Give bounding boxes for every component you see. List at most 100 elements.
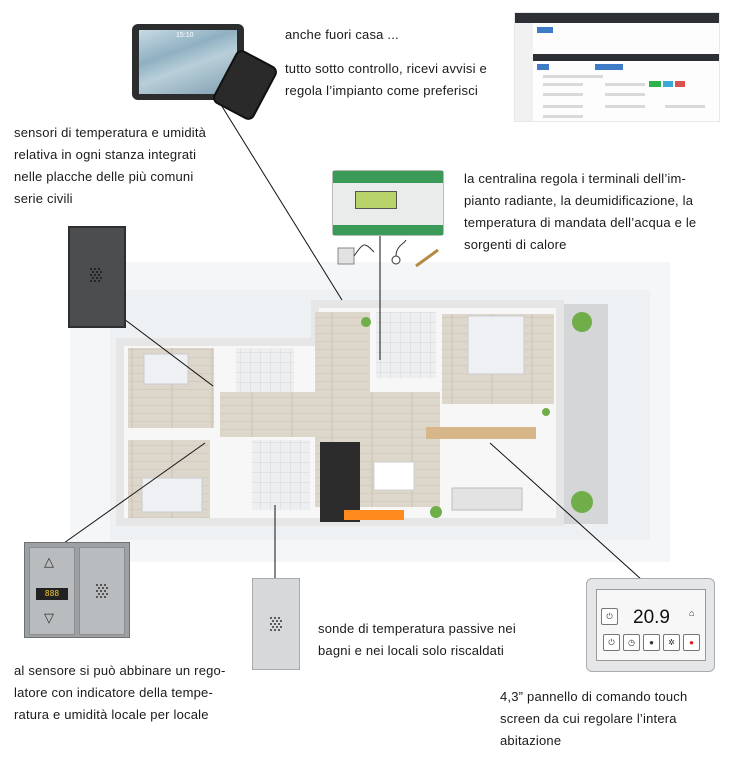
caption-line: sensori di temperatura e umidità	[14, 125, 207, 140]
drop-icon: ●	[643, 634, 660, 651]
vent-hole	[274, 617, 276, 619]
touch-panel-screen: 20.9 ⏻ ⏻ ◷ ● ✲ ● ⌂	[596, 589, 706, 661]
caption-regulator: al sensore si può abbinare un rego- lato…	[14, 660, 226, 726]
sensor-vent	[90, 268, 102, 284]
vent-hole	[94, 274, 96, 276]
web-tab	[537, 64, 549, 70]
vent-hole	[276, 626, 278, 628]
vent-hole	[106, 587, 108, 589]
web-navbar	[533, 54, 719, 61]
vent-hole	[272, 620, 274, 622]
regulator-sensor-plate	[79, 547, 125, 635]
caption-line: temperatura di mandata dell’acqua e le	[464, 215, 697, 230]
caption-controller: la centralina regola i terminali dell’im…	[464, 168, 696, 256]
vent-hole	[92, 277, 94, 279]
caption-line: screen da cui regolare l’intera	[500, 711, 677, 726]
caption-line: sorgenti di calore	[464, 237, 567, 252]
vent-hole	[92, 271, 94, 273]
gear-icon: ✲	[663, 634, 680, 651]
web-topbar	[515, 13, 719, 23]
web-row	[605, 83, 645, 86]
vent-hole	[100, 277, 102, 279]
touch-panel-icon: 20.9 ⏻ ⏻ ◷ ● ✲ ● ⌂	[586, 578, 715, 672]
web-row	[665, 105, 705, 108]
vent-hole	[102, 593, 104, 595]
vent-hole	[100, 596, 102, 598]
regulator-icon: △ 888 ▽	[24, 542, 130, 638]
vent-hole	[100, 584, 102, 586]
caption-line: 4,3” pannello di comando touch	[500, 689, 688, 704]
caption-line: sonde di temperatura passive nei	[318, 621, 516, 636]
tablet-time: 15:10	[176, 32, 194, 39]
web-row	[543, 105, 583, 108]
vent-hole	[270, 623, 272, 625]
vent-hole	[270, 617, 272, 619]
vent-hole	[270, 629, 272, 631]
web-tab	[537, 27, 553, 33]
vent-hole	[102, 587, 104, 589]
controller-display	[355, 191, 397, 209]
web-row	[605, 93, 645, 96]
caption-line: abitazione	[500, 733, 562, 748]
web-row	[605, 105, 645, 108]
vent-hole	[90, 274, 92, 276]
vent-hole	[98, 587, 100, 589]
probes-icon	[337, 239, 439, 268]
vent-hole	[280, 620, 282, 622]
vent-hole	[104, 596, 106, 598]
touch-panel-temperature: 20.9	[633, 607, 670, 628]
vent-hole	[278, 629, 280, 631]
caption-remote-line: anche fuori casa ...	[285, 27, 399, 42]
vent-hole	[96, 584, 98, 586]
probe-vent	[270, 617, 282, 633]
web-sidebar	[515, 23, 533, 121]
vent-hole	[90, 268, 92, 270]
home-icon: ⌂	[689, 608, 695, 618]
web-row	[543, 93, 583, 96]
power-icon: ⏻	[601, 608, 618, 625]
vent-hole	[96, 596, 98, 598]
arrow-up-icon: △	[44, 554, 54, 569]
caption-line: relativa in ogni stanza integrati	[14, 147, 197, 162]
vent-hole	[98, 280, 100, 282]
controller-terminals-top	[333, 171, 443, 183]
vent-hole	[90, 280, 92, 282]
caption-line: al sensore si può abbinare un rego-	[14, 663, 226, 678]
vent-hole	[100, 271, 102, 273]
vent-hole	[104, 584, 106, 586]
vent-hole	[278, 623, 280, 625]
caption-passive-probes: sonde di temperatura passive nei bagni e…	[318, 618, 516, 662]
caption-room-sensors: sensori di temperatura e umidità relativ…	[14, 122, 206, 210]
web-status-blue	[663, 81, 673, 87]
vent-hole	[104, 590, 106, 592]
web-row	[543, 75, 603, 78]
caption-line: serie civili	[14, 191, 73, 206]
vent-hole	[276, 620, 278, 622]
caption-touch-panel: 4,3” pannello di comando touch screen da…	[500, 686, 687, 752]
vent-hole	[98, 268, 100, 270]
caption-line: nelle placche delle più comuni	[14, 169, 194, 184]
vent-hole	[96, 271, 98, 273]
regulator-display: 888	[36, 588, 68, 600]
vent-hole	[274, 629, 276, 631]
wall-sensor-icon	[68, 226, 126, 328]
vent-hole	[94, 268, 96, 270]
vent-hole	[98, 593, 100, 595]
vent-hole	[94, 280, 96, 282]
regulator-left-plate: △ 888 ▽	[29, 547, 75, 635]
power-button-icon: ⏻	[603, 634, 620, 651]
vent-hole	[272, 626, 274, 628]
web-row	[543, 115, 583, 118]
arrow-down-icon: ▽	[44, 610, 54, 625]
caption-line: ratura e umidità locale per locale	[14, 707, 209, 722]
caption-line: la centralina regola i terminali dell’im…	[464, 171, 687, 186]
caption-remote-line: regola l’impianto come preferisci	[285, 83, 479, 98]
vent-hole	[278, 617, 280, 619]
web-dashboard-icon	[514, 12, 720, 122]
vent-hole	[96, 590, 98, 592]
controller-terminals-bottom	[333, 225, 443, 235]
vent-hole	[98, 274, 100, 276]
vent-hole	[106, 593, 108, 595]
vent-hole	[274, 623, 276, 625]
